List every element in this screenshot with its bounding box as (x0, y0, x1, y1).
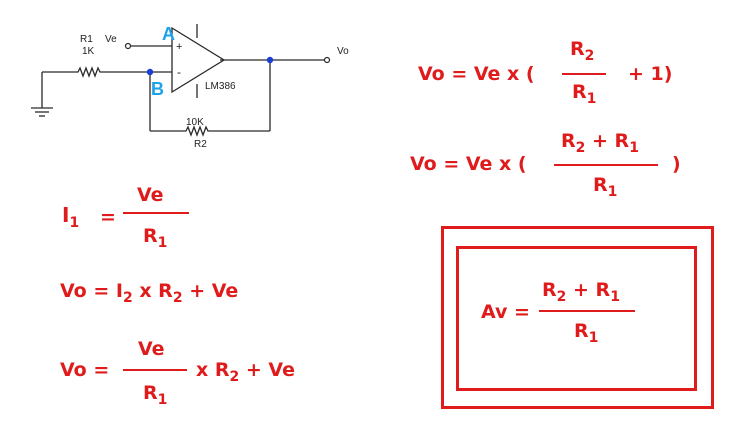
r1-resistor (72, 66, 104, 78)
eq-i1-denominator: R1 (143, 225, 168, 251)
av-outer-box (441, 226, 714, 409)
r2-resistor (182, 125, 212, 137)
r1-label: R1 (80, 34, 93, 45)
output-node-dot (266, 56, 274, 64)
eq-vo-i2-text: Vo = I2 x R2 + Ve (60, 280, 239, 306)
eq1-lhs: Vo = Ve x ( (418, 63, 535, 85)
op-amp-schematic: R1 1K Ve A B + - LM386 Vo 10K R2 (31, 24, 349, 150)
node-b-dot (146, 68, 154, 76)
vo-terminal (323, 56, 331, 64)
eq-av-fraction-bar (539, 310, 635, 312)
eq1-numerator: R2 (570, 38, 595, 64)
eq1-fraction-bar (562, 73, 606, 75)
plus-sign: + (176, 41, 182, 53)
eq2-numerator: R2 + R1 (561, 130, 639, 156)
eq2-tail: ) (672, 153, 681, 175)
r2-value: 10K (186, 117, 204, 128)
eq-vo-ve-lhs: Vo = (60, 359, 110, 381)
vo-label: Vo (337, 46, 349, 57)
eq-av-numerator: R2 + R1 (542, 279, 620, 305)
eq2-fraction-bar (554, 164, 658, 166)
eq-av-lhs: Av = (481, 301, 530, 323)
eq-vo-ve-fraction-bar (123, 369, 187, 371)
eq-i1-equals: = (100, 206, 116, 228)
eq-i1-lhs: I1 (62, 203, 80, 231)
eq1-denominator: R1 (572, 81, 597, 107)
node-b-label: B (151, 79, 164, 99)
eq-vo-ve-denominator: R1 (143, 382, 168, 408)
eq-i1-numerator: Ve (137, 184, 164, 206)
eq-i1-fraction-bar (123, 212, 189, 214)
eq2-lhs: Vo = Ve x ( (410, 153, 527, 175)
node-a-label: A (162, 24, 175, 44)
op-amp-triangle (171, 26, 226, 94)
eq-vo-ve-numerator: Ve (138, 338, 165, 360)
av-inner-box (456, 246, 697, 391)
eq-vo-ve-tail: x R2 + Ve (196, 359, 295, 385)
r2-label: R2 (194, 139, 207, 150)
minus-sign: - (177, 65, 181, 79)
eq1-tail: + 1) (628, 63, 673, 85)
opamp-label: LM386 (205, 81, 236, 92)
ve-terminal (124, 42, 132, 50)
r1-value: 1K (82, 46, 95, 57)
eq-av-denominator: R1 (574, 320, 599, 346)
ve-label: Ve (105, 34, 117, 45)
eq2-denominator: R1 (593, 174, 618, 200)
